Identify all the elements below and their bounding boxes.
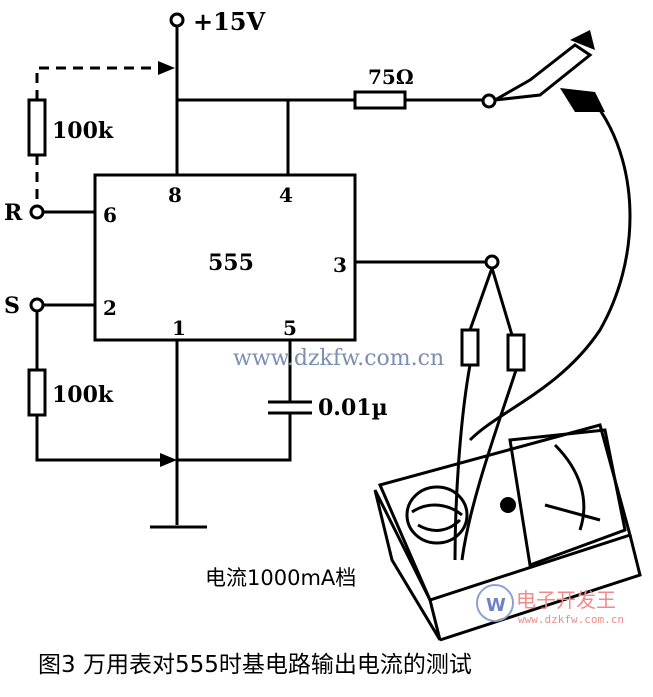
resistor-75-label: 75Ω [368, 65, 414, 89]
arrow-icon [160, 453, 177, 467]
meter-dial [508, 428, 627, 568]
pin-2: 2 [103, 296, 117, 320]
meter-range-label: 电流1000mA档 [205, 566, 356, 590]
probe-leads [468, 267, 514, 336]
pin-6: 6 [103, 203, 117, 227]
logo-icon [476, 584, 514, 622]
pin-1: 1 [172, 316, 186, 340]
pin-4: 4 [279, 183, 293, 207]
s-wires [35, 303, 165, 462]
terminal-r [29, 204, 45, 220]
resistor-s [27, 368, 47, 417]
meter-lead-black [468, 109, 632, 442]
resistor-r [27, 98, 47, 157]
pin-5: 5 [283, 316, 297, 340]
clip-red [494, 43, 593, 102]
resistor-s-label: 100k [52, 382, 114, 408]
selector-grip [411, 503, 463, 532]
range-selector [405, 485, 469, 545]
terminal-r-label: R [4, 200, 23, 226]
resistor-75 [353, 90, 407, 110]
supply-label: +15V [193, 7, 266, 36]
terminal-s [29, 297, 45, 313]
meter-bottom [439, 534, 642, 642]
capacitor-label: 0.01µ [318, 395, 388, 421]
figure-caption: 图3 万用表对555时基电路输出电流的测试 [38, 652, 472, 678]
arrow-icon [158, 61, 175, 75]
ground-wire [150, 340, 207, 529]
probe-2 [506, 333, 526, 372]
clip-black [560, 88, 605, 112]
adjust-knob [500, 497, 516, 513]
capacitor [177, 340, 312, 462]
meter-needle [544, 443, 601, 531]
chip-label: 555 [208, 250, 254, 276]
pin-3: 3 [333, 253, 347, 277]
dashed-wire [35, 66, 160, 100]
terminal-s-label: S [4, 293, 20, 319]
clip-tip [570, 30, 595, 50]
probe-1 [460, 328, 480, 367]
output-terminal [484, 254, 500, 270]
resistor-r-label: 100k [52, 118, 114, 144]
logo-glyph: W [486, 595, 506, 616]
pin-8: 8 [168, 183, 182, 207]
probe-terminal-top [481, 93, 497, 109]
watermark: www.dzkfw.com.cn [233, 346, 444, 371]
supply-terminal [169, 12, 185, 28]
chip-555 [93, 173, 357, 342]
logo-url: www.dzkfw.com.cn [518, 613, 624, 626]
logo-text: 电子开发王 [516, 588, 616, 612]
